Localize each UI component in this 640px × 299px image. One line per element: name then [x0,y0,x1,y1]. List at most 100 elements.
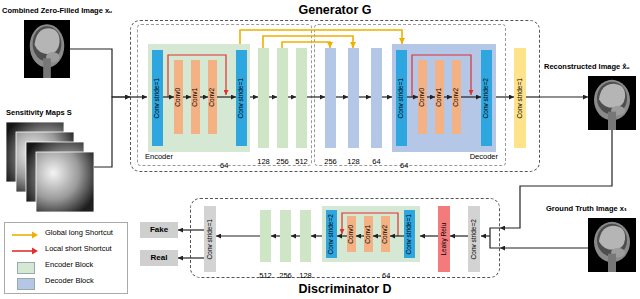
flow-arrow [178,257,204,258]
flow-arrow [291,235,300,236]
node-label: Ground Truth Image xₜ [546,205,627,214]
conv-layer: Conv stride=1 [236,50,247,146]
flow-arrow [216,235,260,236]
flow-arrow [356,235,364,236]
node-label: Conv1 [436,88,443,107]
conv-layer: Conv stride=2 [481,50,492,146]
mri-slice [588,218,636,272]
node-label: Conv stride=1 [406,214,413,254]
flow-line [130,96,147,97]
output-box: Fake [140,222,178,238]
flow-arrow [500,130,612,228]
flow-arrow [496,96,514,97]
legend-line-sample [11,246,39,256]
sensitivity-maps: Sensitivity Maps S [6,122,94,212]
legend-label: Encoder Block [45,261,93,270]
edge-group [70,30,612,258]
legend-label: Decoder Block [45,277,94,286]
flow-arrow [311,235,322,236]
node-label: 256 [276,158,289,167]
label-holder: Conv stride=2 [481,50,492,146]
label-holder: Real [140,250,178,266]
encoder-layer: 512 [296,48,307,148]
legend-box: Global long ShortcutLocal short Shortcut… [4,222,128,294]
label-holder: 64 [400,154,408,172]
legend-label: Global long Shortcut [45,229,113,238]
decoder-layer: 128 [348,48,359,148]
node-label: Conv1 [365,225,372,244]
flow-arrow [336,96,348,97]
mri-slice [588,76,636,130]
conv-layer: Conv0 [347,216,356,252]
node-label: Conv stride=1 [207,219,214,259]
encoder-layer: 256 [277,48,288,148]
network-outline: Discriminator DConv stride=151225612864C… [190,198,500,278]
label-holder: Conv stride=1 [152,50,163,146]
flow-arrow [178,229,204,230]
flow-arrow [183,96,191,97]
encoder-layer: 128 [300,210,311,262]
decoder-layer: 64 [371,48,382,148]
node-label: 64 [220,162,228,171]
node-label: 128 [299,272,312,281]
label-holder: Conv stride=1 [236,50,247,146]
label-holder: Conv stride=1 [204,206,216,272]
conv-layer: Conv2 [381,216,390,252]
label-holder: Conv0 [418,60,427,134]
label-holder: Conv0 [347,216,356,252]
node-label: Sensitivity Maps S [6,109,72,118]
flow-arrow [271,235,280,236]
flow-arrow [461,96,481,97]
node-label: Conv0 [175,88,182,107]
node-label: Encoder [145,153,173,162]
local-shortcut [412,55,471,97]
legend-row: Local short Shortcut [5,245,127,257]
local-shortcut [168,55,226,97]
legend-row: Decoder Block [5,277,127,289]
label-holder: 128 [308,150,399,168]
legend-line [12,234,33,236]
node-label: Conv stride=2 [471,219,478,259]
mri-image: Reconstructed Image x̂ᵤ [588,76,636,130]
flow-arrow [450,235,468,236]
legend-arrowhead [32,248,38,255]
network-outline: Generator GEncoder64Conv stride=1Conv0Co… [130,20,540,172]
label-holder: Conv2 [452,60,461,134]
encoder-block: 64Conv stride=1Conv0Conv1Conv2Conv strid… [148,44,250,152]
encoder-layer: 256 [280,210,291,262]
global-shortcut [263,36,353,48]
node-label: Conv2 [453,88,460,107]
node-label: Conv stride=1 [517,78,524,118]
flow-arrow [407,96,418,97]
activation-layer: Leaky Relu [438,206,450,272]
layout-lines [130,55,540,248]
label-holder: Conv stride=2 [326,210,337,258]
label-holder: Sensitivity Maps S [6,101,72,119]
flow-arrow [94,97,130,167]
node-label: Conv2 [209,88,216,107]
label-holder: 128 [260,264,351,282]
legend-line [12,250,33,252]
module-region: Encoder64Conv stride=1Conv0Conv1Conv2Con… [137,24,312,166]
node-label: Conv stride=2 [328,214,335,254]
flow-line [490,228,500,248]
label-holder: 64 [331,150,422,168]
node-label: Combined Zero-Filled Image xᵤ [2,7,112,16]
flow-arrow [500,247,588,248]
node-label: Conv stride=1 [238,78,245,118]
conv-layer: Conv2 [208,60,217,134]
legend-arrowhead [32,232,38,239]
decoder-block: 64Conv stride=1Conv0Conv1Conv2Conv strid… [392,44,496,152]
encoder-layer: 512 [260,210,271,262]
conv-layer: Conv stride=1 [152,50,163,146]
legend-row: Encoder Block [5,261,127,273]
label-holder: Conv stride=1 [514,48,526,148]
label-holder: 256 [240,264,331,282]
node-label: Leaky Relu [441,223,448,256]
flow-arrow [250,96,258,97]
node-label: Conv1 [192,88,199,107]
node-label: Discriminator D [298,282,391,296]
legend-label: Local short Shortcut [45,245,112,254]
